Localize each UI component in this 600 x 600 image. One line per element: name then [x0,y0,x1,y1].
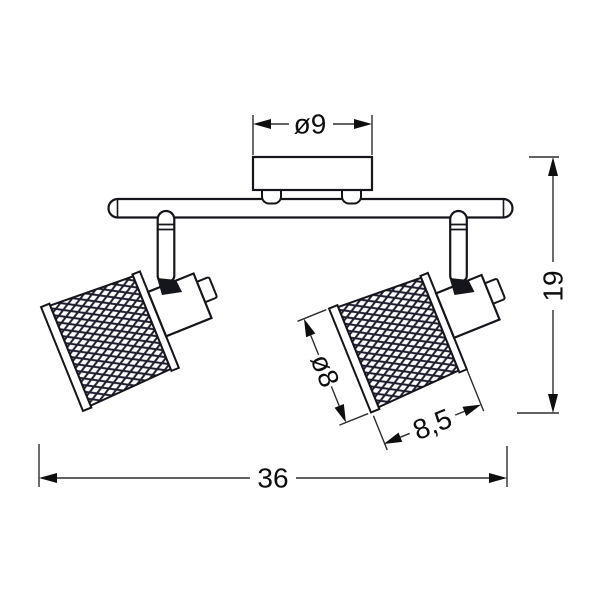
arrowhead-icon [489,473,507,483]
lamp-head-right-group: ø8 8,5 [297,244,527,451]
stem-body [156,209,176,283]
dimension-extension-lines [252,115,373,155]
stem-joint-lines [157,223,175,231]
arrowhead-icon [383,432,403,444]
canopy-foot-left [261,188,282,205]
arrowhead-icon [303,318,316,338]
pivot-joint-right [449,278,475,295]
dimension-label-shade-diameter: ø8 [304,350,345,392]
dimension-extension-lines [372,369,485,451]
lamp-head-left [39,243,239,413]
dimension-label-canopy-diameter: ø9 [294,109,327,140]
canopy-body [251,155,374,192]
pivot-joint-left [157,278,182,295]
mounting-canopy [251,155,374,205]
arrowhead-icon [548,157,558,176]
dimension-label-overall-height: 19 [538,270,569,301]
mounting-track [107,197,514,219]
arrowhead-icon [39,473,57,483]
dimension-canopy-diameter: ø9 [252,109,373,155]
dimension-extension-lines [517,156,559,414]
arrowhead-icon [354,119,372,129]
canopy-foot-right [341,188,362,205]
arrowhead-icon [253,119,271,129]
dimension-label-overall-width: 36 [257,463,288,494]
dimension-line [310,335,340,407]
stem-right [449,209,468,283]
dimension-label-shade-length: 8,5 [409,403,457,446]
stem-body [449,209,468,283]
dimension-overall-height: 19 [517,156,569,414]
dimension-extension-lines [297,309,369,426]
arrowhead-icon [548,394,558,413]
arrowhead-icon [462,404,482,416]
arrowhead-icon [334,403,346,423]
stem-left [156,209,176,283]
dimension-line [400,410,465,438]
dimension-extension-lines [38,444,508,487]
dimension-overall-width: 36 [38,444,508,494]
lamp-head-right [327,244,527,414]
track-bar [107,197,514,219]
stem-joint-lines [450,223,467,231]
track-end-seams [116,200,505,217]
